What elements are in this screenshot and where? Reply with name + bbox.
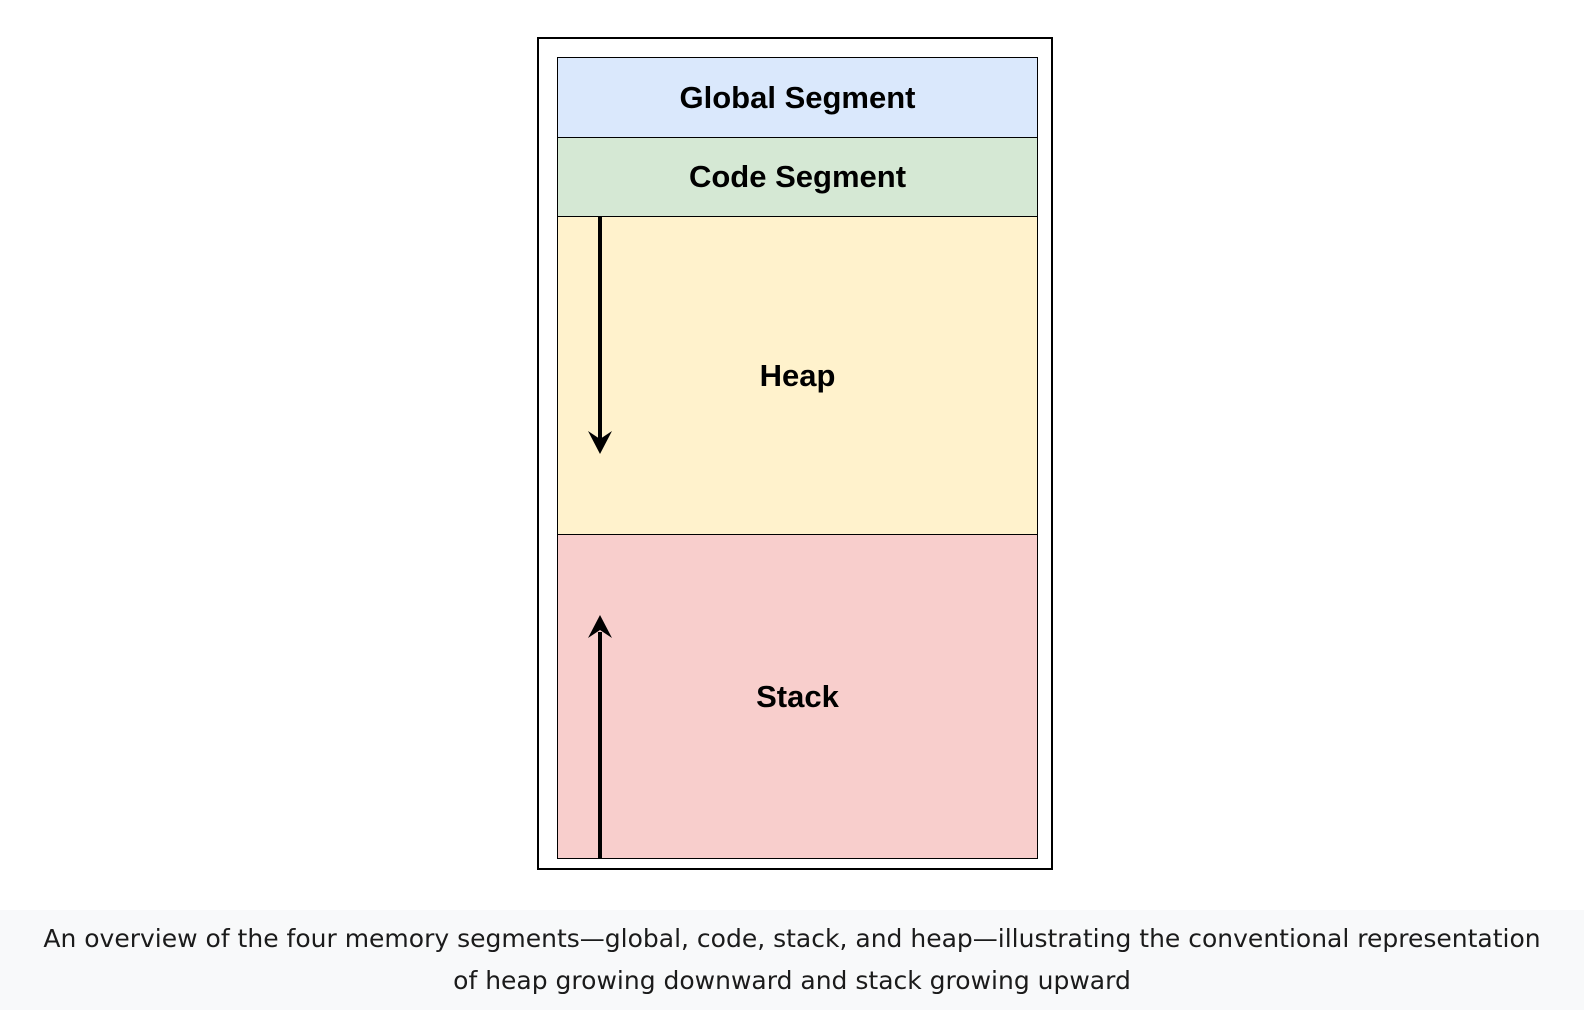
heap-growth-down-arrow-icon bbox=[588, 217, 612, 454]
figure-caption: An overview of the four memory segments—… bbox=[0, 910, 1584, 1010]
stack-segment-block: Stack bbox=[557, 534, 1038, 859]
heap-segment-label: Heap bbox=[759, 357, 836, 393]
code-segment-label: Code Segment bbox=[688, 159, 907, 194]
heap-segment-block: Heap bbox=[557, 216, 1038, 535]
stack-growth-up-arrow-icon bbox=[588, 615, 612, 859]
global-segment-label: Global Segment bbox=[679, 79, 916, 115]
figure-caption-text: An overview of the four memory segments—… bbox=[43, 924, 1541, 995]
code-segment-block: Code Segment bbox=[557, 137, 1038, 217]
global-segment-block: Global Segment bbox=[557, 57, 1038, 138]
stack-segment-label: Stack bbox=[756, 678, 839, 714]
